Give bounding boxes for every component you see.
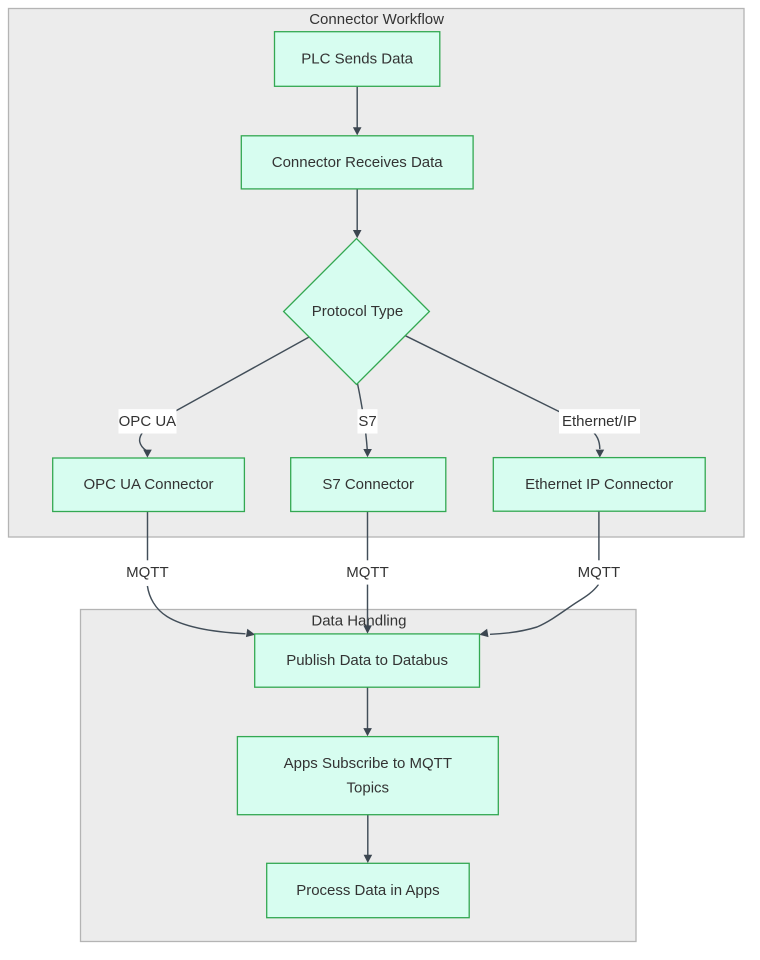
- svg-text:Connector Receives Data: Connector Receives Data: [272, 154, 444, 171]
- svg-text:Connector Workflow: Connector Workflow: [309, 11, 444, 28]
- svg-text:Protocol Type: Protocol Type: [312, 303, 403, 320]
- svg-text:S7 Connector: S7 Connector: [322, 476, 414, 493]
- svg-text:MQTT: MQTT: [578, 564, 621, 581]
- svg-text:OPC UA: OPC UA: [119, 413, 177, 430]
- svg-text:Apps Subscribe to MQTT: Apps Subscribe to MQTT: [284, 755, 452, 772]
- svg-text:Process Data in Apps: Process Data in Apps: [296, 882, 439, 899]
- svg-text:Topics: Topics: [347, 779, 390, 796]
- svg-text:S7: S7: [358, 413, 376, 430]
- svg-text:OPC UA Connector: OPC UA Connector: [83, 476, 213, 493]
- svg-text:PLC Sends Data: PLC Sends Data: [301, 51, 413, 68]
- svg-text:Data Handling: Data Handling: [311, 613, 406, 630]
- svg-text:MQTT: MQTT: [346, 564, 389, 581]
- svg-text:Ethernet IP Connector: Ethernet IP Connector: [525, 476, 673, 493]
- svg-text:MQTT: MQTT: [126, 564, 169, 581]
- svg-text:Ethernet/IP: Ethernet/IP: [562, 413, 637, 430]
- svg-text:Publish Data to Databus: Publish Data to Databus: [286, 652, 448, 669]
